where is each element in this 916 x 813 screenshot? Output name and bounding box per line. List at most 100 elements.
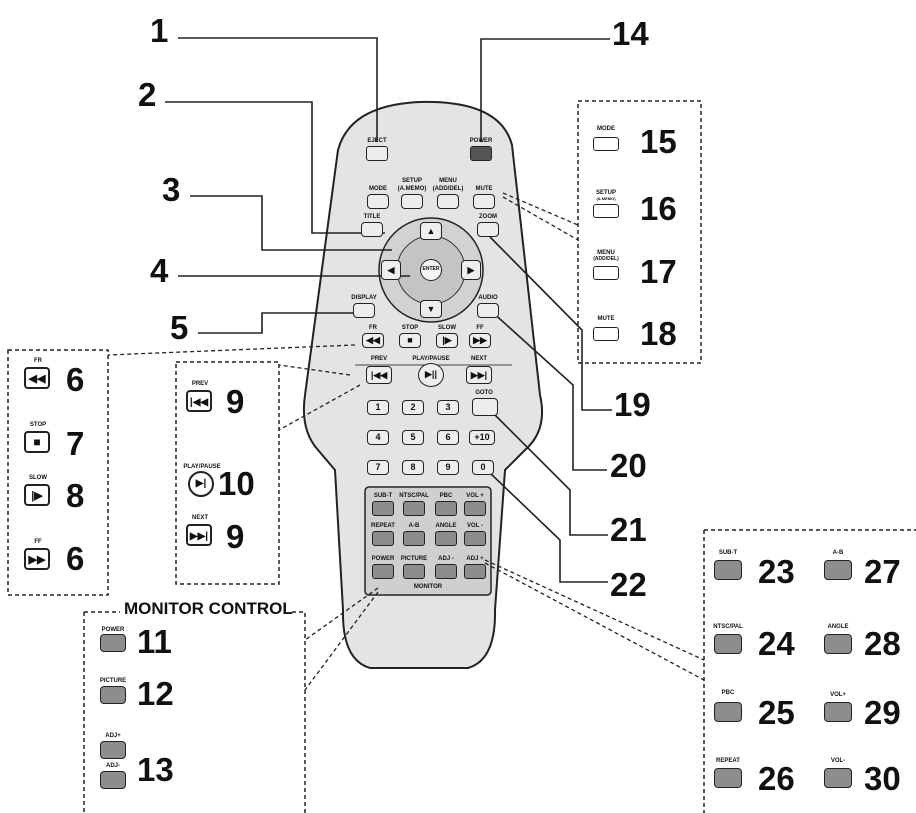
panel-monitor-adj-minus-button (100, 771, 126, 789)
panel-monitor-picture-label: PICTURE (99, 678, 127, 684)
next-label: NEXT (470, 356, 488, 362)
setup-button[interactable] (401, 194, 423, 209)
grid-repeat-button[interactable] (372, 531, 394, 546)
digit-3-button[interactable]: 3 (437, 400, 459, 415)
panel-menu-sub-label: (ADD/DEL) (593, 256, 619, 262)
grid-ntsc-pal-button[interactable] (403, 501, 425, 516)
audio-label: AUDIO (478, 295, 498, 301)
panel-a-b-button (824, 560, 852, 580)
grid-picture-button[interactable] (403, 564, 425, 579)
ff-button[interactable]: ▶▶ (469, 333, 491, 348)
audio-button[interactable] (477, 303, 499, 318)
power-button[interactable] (470, 146, 492, 161)
panel-mode-button (593, 137, 619, 151)
callout-25: 25 (758, 694, 795, 731)
panel-pbc-label: PBC (721, 690, 735, 696)
grid-adj-minus-label: ADJ - (438, 556, 454, 562)
fr-button[interactable]: ◀◀ (362, 333, 384, 348)
grid-adj-minus-button[interactable] (435, 564, 457, 579)
grid-ntsc-pal-label: NTSC/PAL (399, 493, 429, 499)
grid-angle-button[interactable] (435, 531, 457, 546)
arrow-right-button[interactable]: ▶ (461, 260, 481, 280)
panel-angle-label: ANGLE (827, 624, 849, 630)
digit-5-label: 5 (410, 432, 416, 442)
play-pause-button[interactable]: ▶|| (418, 363, 444, 387)
stop-button[interactable]: ■ (399, 333, 421, 348)
arrow-left-button[interactable]: ◀ (381, 260, 401, 280)
enter-button[interactable] (420, 259, 442, 281)
digit-1-button[interactable]: 1 (367, 400, 389, 415)
digit-7-button[interactable]: 7 (367, 460, 389, 475)
callout-16: 16 (640, 190, 677, 227)
grid-adj-plus-button[interactable] (464, 564, 486, 579)
grid-vol-minus-button[interactable] (464, 531, 486, 546)
menu-button[interactable] (437, 194, 459, 209)
rewind-icon: ◀◀ (28, 373, 46, 385)
title-button[interactable] (361, 222, 383, 237)
arrow-up-icon: ▲ (426, 226, 436, 236)
box-top-right (577, 100, 702, 364)
panel-slow-label: SLOW (29, 475, 47, 481)
mute-button[interactable] (473, 194, 495, 209)
panel-monitor-picture-button (100, 686, 126, 704)
panel-vol-minus-button (824, 768, 852, 788)
eject-button[interactable] (366, 146, 388, 161)
mode-button[interactable] (367, 194, 389, 209)
stop-icon: ■ (407, 335, 413, 345)
plus-ten-button[interactable]: +10 (469, 430, 495, 445)
next-icon: ▶▶| (189, 531, 209, 542)
eject-label: EJECT (367, 138, 387, 144)
grid-pbc-button[interactable] (435, 501, 457, 516)
digit-9-button[interactable]: 9 (437, 460, 459, 475)
menu-label-line1: MENU (439, 178, 457, 184)
digit-0-button[interactable]: 0 (472, 460, 494, 475)
box-monitor (83, 611, 306, 813)
digit-9-label: 9 (445, 462, 451, 472)
digit-8-button[interactable]: 8 (402, 460, 424, 475)
goto-button[interactable] (472, 398, 498, 416)
grid-repeat-label: REPEAT (371, 523, 395, 529)
grid-vol-plus-button[interactable] (464, 501, 486, 516)
callout-18: 18 (640, 315, 677, 352)
next-button[interactable]: ▶▶| (466, 366, 492, 384)
fast-forward-icon: ▶▶ (28, 554, 46, 566)
panel-stop-button: ■ (24, 431, 50, 453)
callout-12: 12 (137, 675, 174, 712)
digit-1-label: 1 (375, 402, 381, 412)
digit-6-button[interactable]: 6 (437, 430, 459, 445)
panel-next-label: NEXT (191, 515, 209, 521)
prev-button[interactable]: |◀◀ (366, 366, 392, 384)
panel-prev-label: PREV (191, 381, 209, 387)
grid-power-label: POWER (371, 556, 395, 562)
callout-11: 11 (137, 623, 172, 660)
digit-2-label: 2 (410, 402, 416, 412)
digit-3-label: 3 (445, 402, 451, 412)
panel-ff-label: FF (34, 539, 42, 545)
panel-repeat-label: REPEAT (716, 758, 740, 764)
panel-monitor-adj-plus-label: ADJ+ (105, 733, 121, 739)
arrow-down-button[interactable]: ▼ (420, 300, 442, 318)
grid-sub-t-label: SUB-T (373, 493, 393, 499)
slow-button[interactable]: |▶ (436, 333, 458, 348)
mute-label: MUTE (475, 186, 493, 192)
mode-label: MODE (369, 186, 387, 192)
callout-20: 20 (610, 447, 647, 484)
digit-4-button[interactable]: 4 (367, 430, 389, 445)
callout-23: 23 (758, 553, 795, 590)
digit-5-button[interactable]: 5 (402, 430, 424, 445)
box-mid (175, 361, 280, 585)
grid-sub-t-button[interactable] (372, 501, 394, 516)
panel-setup-label: SETUP (595, 190, 617, 196)
zoom-button[interactable] (477, 222, 499, 237)
panel-slow-button: |▶ (24, 484, 50, 506)
display-button[interactable] (353, 303, 375, 318)
panel-mode-label: MODE (597, 126, 615, 132)
digit-2-button[interactable]: 2 (402, 400, 424, 415)
callout-29: 29 (864, 694, 901, 731)
callout-8: 8 (66, 477, 85, 514)
monitor-control-heading: MONITOR CONTROL (124, 599, 293, 618)
grid-power-button[interactable] (372, 564, 394, 579)
arrow-up-button[interactable]: ▲ (420, 222, 442, 240)
play-pause-label: PLAY/PAUSE (412, 356, 450, 362)
grid-a-b-button[interactable] (403, 531, 425, 546)
